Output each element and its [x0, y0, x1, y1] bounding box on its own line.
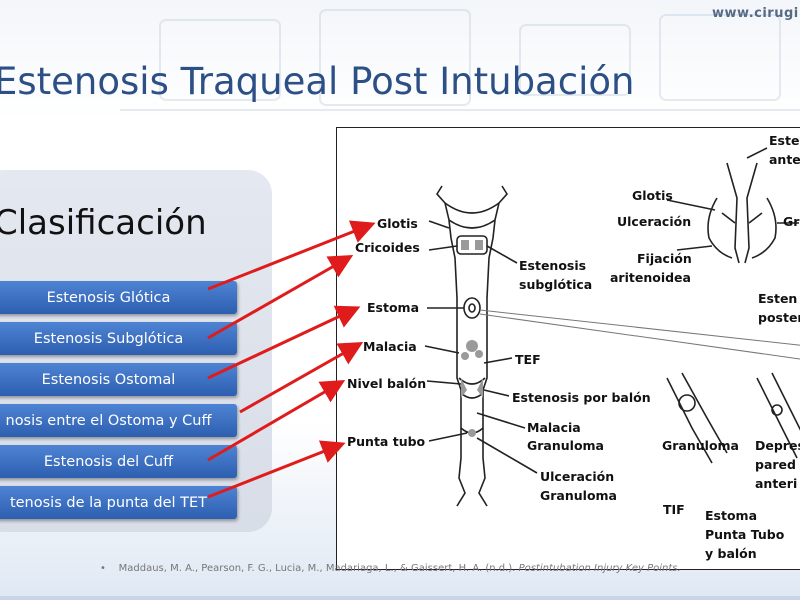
- label-malacia-granuloma-1: Malacia: [527, 420, 581, 435]
- site-url: www.cirugi: [712, 6, 799, 21]
- label-tif: TIF: [663, 502, 685, 517]
- label-punta-tubo: Punta tubo: [347, 434, 426, 449]
- arrow-glotica: [207, 220, 376, 291]
- label-estenosis-subglotica-1: Estenosis: [519, 258, 587, 273]
- label-estenosis-por-balon: Estenosis por balón: [512, 390, 651, 405]
- label-ulceracion-1: Ulceración: [540, 469, 615, 484]
- bottom-divider: [0, 596, 800, 600]
- reference-text: Maddaus, M. A., Pearson, F. G., Lucia, M…: [118, 563, 516, 574]
- reference-bullet: •: [100, 563, 106, 574]
- label-larynx-estenosis-anterior-1: Esten: [769, 133, 800, 148]
- label-estoma-punta-2: Punta Tubo: [705, 527, 785, 542]
- classification-button-glotica[interactable]: Estenosis Glótica: [0, 281, 237, 314]
- arrow-punta-tet: [207, 440, 346, 499]
- panel-title: Clasificación: [0, 203, 207, 243]
- label-estenosis-subglotica-2: subglótica: [519, 277, 593, 292]
- label-larynx-fijacion-1: Fijación: [637, 251, 692, 266]
- label-glotis: Glotis: [377, 216, 418, 231]
- label-granuloma: Granuloma: [662, 438, 739, 453]
- reference-citation: • Maddaus, M. A., Pearson, F. G., Lucia,…: [100, 563, 681, 574]
- arrow-subglotica: [207, 255, 354, 340]
- label-larynx-glotis: Glotis: [632, 188, 673, 203]
- background-watermark: [120, 9, 800, 111]
- label-larynx-estenosis-posterior-1: Esten: [758, 291, 798, 306]
- label-malacia: Malacia: [363, 339, 417, 354]
- label-depres-1: Depres: [755, 438, 800, 453]
- label-cricoides: Cricoides: [355, 240, 420, 255]
- label-tef: TEF: [515, 352, 541, 367]
- arrow-cuff: [207, 379, 346, 462]
- arrow-ostoma-cuff: [239, 342, 364, 414]
- classification-button-ostoma-cuff[interactable]: nosis entre el Ostoma y Cuff: [0, 404, 237, 437]
- classification-button-subglotica[interactable]: Estenosis Subglótica: [0, 322, 237, 355]
- label-larynx-gra: Gra: [783, 214, 800, 229]
- page-title: Estenosis Traqueal Post Intubación: [0, 60, 635, 103]
- trachea-illustration: [424, 147, 800, 507]
- classification-button-cuff[interactable]: Estenosis del Cuff: [0, 445, 237, 478]
- label-estoma-punta-3: y balón: [705, 546, 757, 561]
- arrow-ostomal: [207, 305, 361, 380]
- reference-italic: Postintubation Injury Key Points.: [518, 563, 681, 574]
- label-larynx-ulceracion: Ulceración: [617, 214, 692, 229]
- label-depres-3: anteri: [755, 476, 798, 491]
- label-ulceracion-2: Granuloma: [540, 488, 617, 503]
- label-larynx-fijacion-2: aritenoidea: [610, 270, 691, 285]
- label-nivel-balon: Nivel balón: [347, 376, 427, 391]
- label-estoma: Estoma: [367, 300, 420, 315]
- label-malacia-granuloma-2: Granuloma: [527, 438, 604, 453]
- anatomy-figure: Glotis Cricoides Estoma Malacia Nivel ba…: [336, 127, 800, 570]
- label-depres-2: pared: [755, 457, 796, 472]
- label-estoma-punta-1: Estoma: [705, 508, 758, 523]
- classification-button-ostomal[interactable]: Estenosis Ostomal: [0, 363, 237, 396]
- classification-button-punta-tet[interactable]: tenosis de la punta del TET: [0, 486, 237, 519]
- label-larynx-estenosis-anterior-2: ante: [769, 152, 800, 167]
- label-larynx-estenosis-posterior-2: poster: [758, 310, 800, 325]
